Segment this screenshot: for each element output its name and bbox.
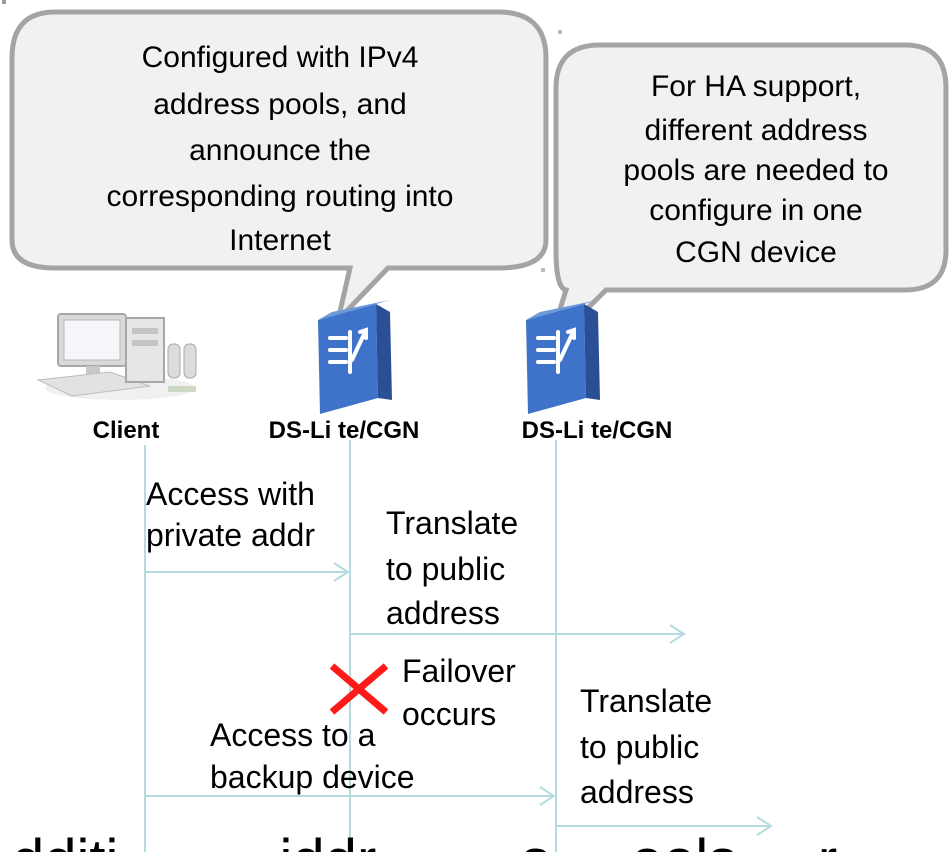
callout-right-text: For HA support, different address pools … [623,70,888,269]
callout-left-line: corresponding routing into [107,180,454,213]
callout-right-line: For HA support, [651,70,861,103]
message-line: backup device [210,759,415,795]
cropped-bottom-text: dditi iddr s ools r [12,828,837,852]
callout-left-bubble [9,9,549,329]
callout-left-line: Configured with IPv4 [142,41,419,74]
message-line: Access with [146,476,315,512]
callout-right-line: pools are needed to [623,154,888,187]
message-line: address [386,595,500,631]
message-line: Translate [580,683,712,719]
message-translate-2: Translate to public address [580,683,712,810]
message-translate-1: Translate to public address [386,505,518,631]
arrow-head [333,562,350,582]
message-line: occurs [402,696,496,732]
computer-icon [36,313,197,400]
callout-right-line: CGN device [675,236,837,269]
arrow-head [756,816,773,836]
router-icon [526,300,600,414]
message-failover: Failover occurs [402,653,516,732]
artifact-dot [2,0,6,4]
message-line: to public [580,729,699,765]
router-icon [318,300,392,414]
callout-right-line: different address [645,114,868,147]
node-label-cgn1: DS-Li te/CGN [269,417,420,444]
message-access-backup: Access to a backup device [210,717,415,795]
callout-right-line: configure in one [649,194,863,227]
message-line: Failover [402,653,516,689]
message-line: address [580,774,694,810]
callout-left-line: address pools, and [153,88,407,121]
arrow-head [669,624,686,644]
node-label-client: Client [93,417,160,444]
artifact-dot [541,268,545,272]
message-line: to public [386,551,505,587]
message-arrows [145,562,773,836]
artifact-dot [558,30,562,34]
callout-left-text: Configured with IPv4 address pools, and … [107,41,454,257]
message-line: Access to a [210,717,376,753]
callout-right-bubble [545,42,949,350]
node-label-cgn2: DS-Li te/CGN [522,417,673,444]
message-access-private: Access with private addr [146,476,315,553]
message-line: Translate [386,505,518,541]
callout-left-line: announce the [189,134,371,167]
failure-x-icon [329,663,389,715]
callout-left-line: Internet [229,224,331,257]
message-line: private addr [146,517,315,553]
arrow-head [539,786,556,806]
lifelines [144,440,557,852]
